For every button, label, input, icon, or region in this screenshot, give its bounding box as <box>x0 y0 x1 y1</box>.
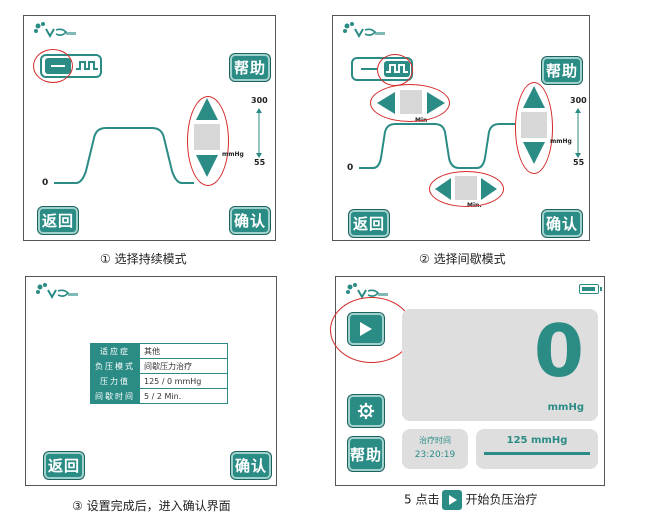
continuous-mode-icon[interactable] <box>356 61 382 77</box>
axis-unit-label: mmHg <box>550 138 572 145</box>
help-button[interactable]: 帮助 <box>348 437 384 471</box>
axis-top-label: 300 <box>570 96 587 105</box>
current-pressure-unit: mmHg <box>547 402 584 413</box>
treatment-time-panel: 治疗时间 23:20:19 <box>402 429 468 469</box>
zero-label: 0 <box>42 178 49 188</box>
confirm-button[interactable]: 确认 <box>542 210 582 237</box>
table-row: 适应症其他 <box>90 343 228 359</box>
screen-continuous-mode: 帮助 0 300 mmHg 55 返回 确认 <box>23 15 276 241</box>
table-row: 负压模式间歇压力治疗 <box>90 358 228 374</box>
help-button[interactable]: 帮助 <box>230 54 270 81</box>
caption-1: ① 选择持续模式 <box>100 252 187 266</box>
highlight-ring <box>187 96 229 186</box>
axis-top-label: 300 <box>251 96 268 105</box>
confirm-button[interactable]: 确认 <box>231 452 271 479</box>
row-value: 间歇压力治疗 <box>139 358 228 374</box>
highlight-ring <box>377 54 413 86</box>
axis-bottom-label: 55 <box>573 158 585 167</box>
caption-3: ③ 设置完成后，进入确认界面 <box>72 499 231 513</box>
target-pressure-panel: 125 mmHg <box>476 429 598 469</box>
highlight-ring <box>515 82 553 174</box>
highlight-ring <box>429 171 504 207</box>
screen-intermittent-mode: 帮助 Min 0 Min. 300 mmHg 55 返回 确认 <box>332 15 590 241</box>
highlight-ring <box>370 84 450 122</box>
treatment-time-label: 治疗时间 <box>419 436 451 445</box>
axis-scale <box>575 108 581 158</box>
help-button[interactable]: 帮助 <box>542 57 582 84</box>
screen-treatment: 0 mmHg 帮助 治疗时间 23:20:19 125 mmHg <box>330 276 605 486</box>
vsd-logo <box>343 22 385 39</box>
pressure-curve <box>359 123 515 169</box>
caption-4: 5 点击 开始负压治疗 <box>404 490 537 510</box>
target-pressure-bar <box>484 452 590 455</box>
row-key: 间歇时间 <box>90 388 140 404</box>
caption-4-after: 开始负压治疗 <box>465 492 538 507</box>
back-button[interactable]: 返回 <box>38 207 78 234</box>
battery-icon <box>579 284 602 294</box>
row-value: 125 / 0 mmHg <box>139 373 228 389</box>
settings-button[interactable] <box>348 395 384 427</box>
highlight-ring <box>33 49 73 83</box>
zero-label: 0 <box>347 163 354 173</box>
treatment-time-value: 23:20:19 <box>414 450 456 460</box>
back-button[interactable]: 返回 <box>44 452 84 479</box>
target-pressure-value: 125 mmHg <box>506 435 568 446</box>
confirm-button[interactable]: 确认 <box>230 207 270 234</box>
play-icon <box>442 490 463 510</box>
row-key: 负压模式 <box>90 358 140 374</box>
pressure-curve <box>54 127 194 184</box>
row-key: 压力值 <box>90 373 140 389</box>
intermittent-mode-icon[interactable] <box>75 58 99 74</box>
row-value: 其他 <box>139 343 228 359</box>
vsd-logo <box>34 22 76 39</box>
back-button[interactable]: 返回 <box>349 210 389 237</box>
gear-icon <box>357 402 375 420</box>
row-key: 适应症 <box>90 343 140 359</box>
axis-bottom-label: 55 <box>254 158 266 167</box>
row-value: 5 / 2 Min. <box>139 388 228 404</box>
vsd-logo <box>36 283 78 300</box>
axis-scale <box>256 108 262 158</box>
caption-4-before: 5 点击 <box>404 492 440 507</box>
caption-2: ② 选择间歇模式 <box>419 252 506 266</box>
pressure-display-panel: 0 mmHg <box>402 309 598 421</box>
axis-unit-label: mmHg <box>222 151 244 158</box>
current-pressure-value: 0 <box>533 309 584 393</box>
highlight-ring <box>330 297 413 363</box>
